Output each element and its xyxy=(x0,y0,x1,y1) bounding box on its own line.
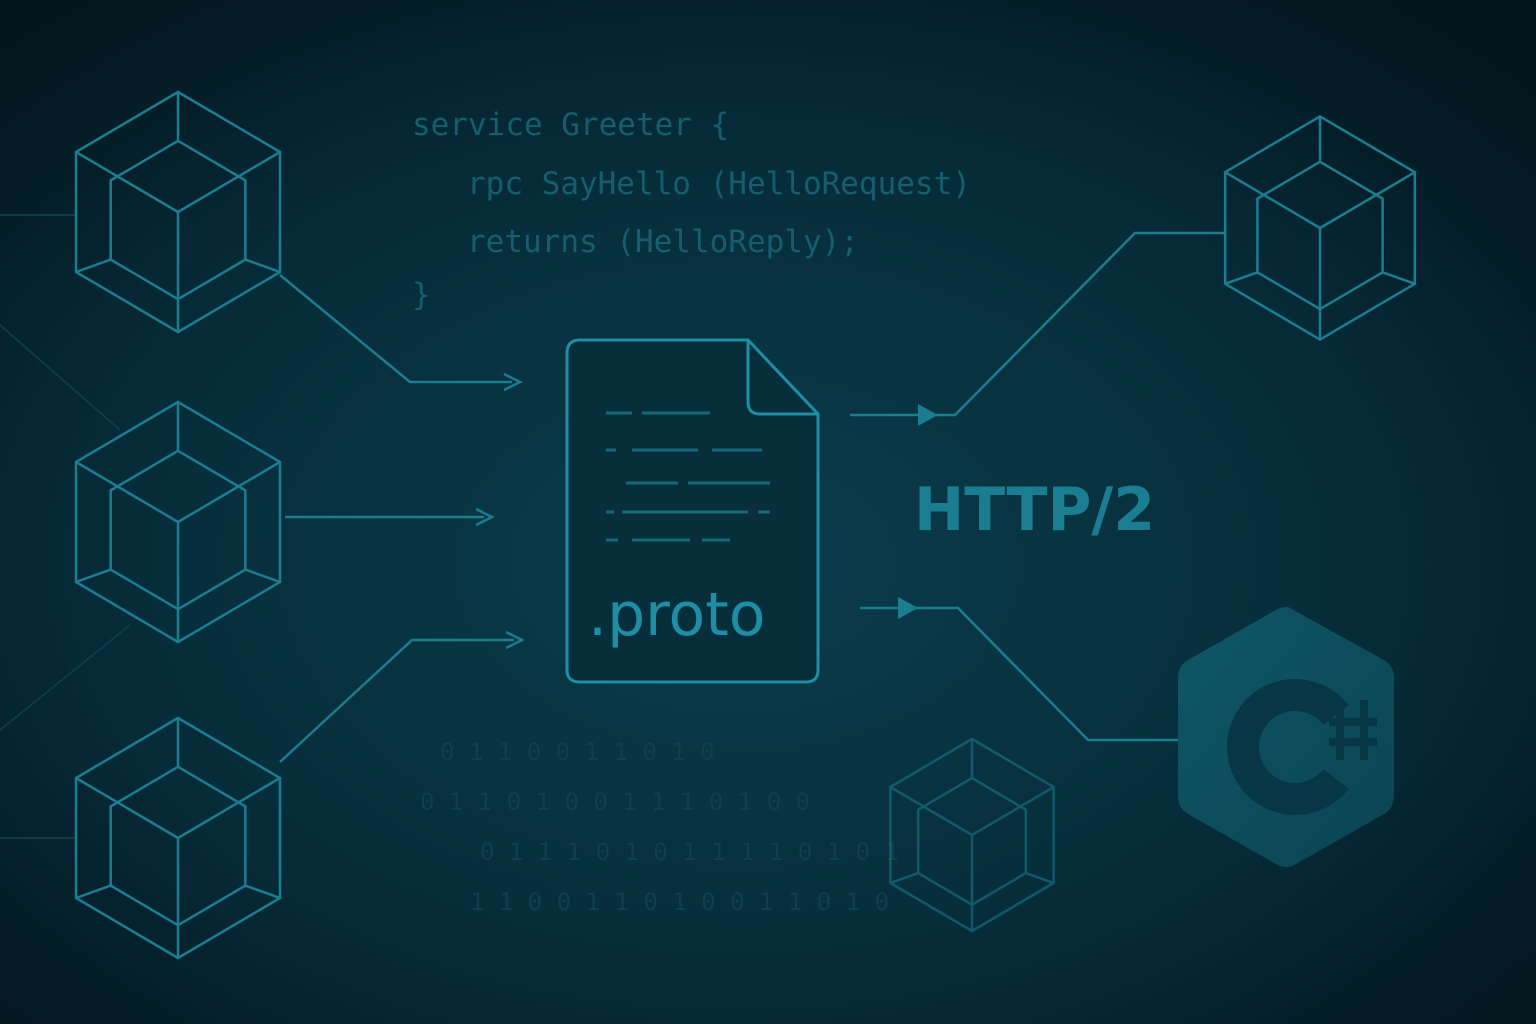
document-text-lines xyxy=(606,411,770,542)
cube-icon xyxy=(74,716,282,960)
proto-label: .proto xyxy=(588,580,765,650)
connector-line xyxy=(279,638,514,763)
arrow-icon xyxy=(918,404,938,426)
proto-code-snippet: service Greeter { rpc SayHello (HelloReq… xyxy=(412,107,971,313)
arrow-icon xyxy=(505,630,525,650)
arrow-icon xyxy=(898,597,918,619)
cube-icon xyxy=(1223,114,1417,342)
binary-row: 0 1 1 0 1 0 0 1 1 1 0 1 0 0 xyxy=(420,788,810,816)
code-line: rpc SayHello (HelloRequest) xyxy=(467,166,971,202)
arrow-icon xyxy=(503,372,523,392)
proto-file-icon: .proto xyxy=(565,338,820,684)
connectors xyxy=(279,231,1225,763)
binary-row: 0 1 1 0 0 1 1 0 1 0 xyxy=(440,738,715,766)
binary-row: 1 1 0 0 1 1 0 1 0 0 1 1 0 1 0 xyxy=(470,888,889,916)
sharp-icon xyxy=(1329,700,1377,760)
connector-line xyxy=(850,231,1225,417)
background-lines xyxy=(0,214,131,839)
binary-row: 0 1 1 1 0 1 0 1 1 1 1 0 1 0 1 xyxy=(480,838,899,866)
code-line: returns (HelloReply); xyxy=(467,224,859,260)
http2-label: HTTP/2 xyxy=(914,475,1155,545)
code-line: } xyxy=(412,277,431,313)
cube-icon xyxy=(889,737,1055,933)
csharp-logo xyxy=(1178,606,1394,867)
code-line: service Greeter { xyxy=(412,107,729,143)
cube-icon xyxy=(74,90,282,334)
connector-line xyxy=(279,274,512,384)
arrow-icon xyxy=(475,507,495,527)
cube-icon xyxy=(74,400,282,644)
binary-background: 0 1 1 0 0 1 1 0 1 0 0 1 1 0 1 0 0 1 1 1 … xyxy=(420,738,899,916)
